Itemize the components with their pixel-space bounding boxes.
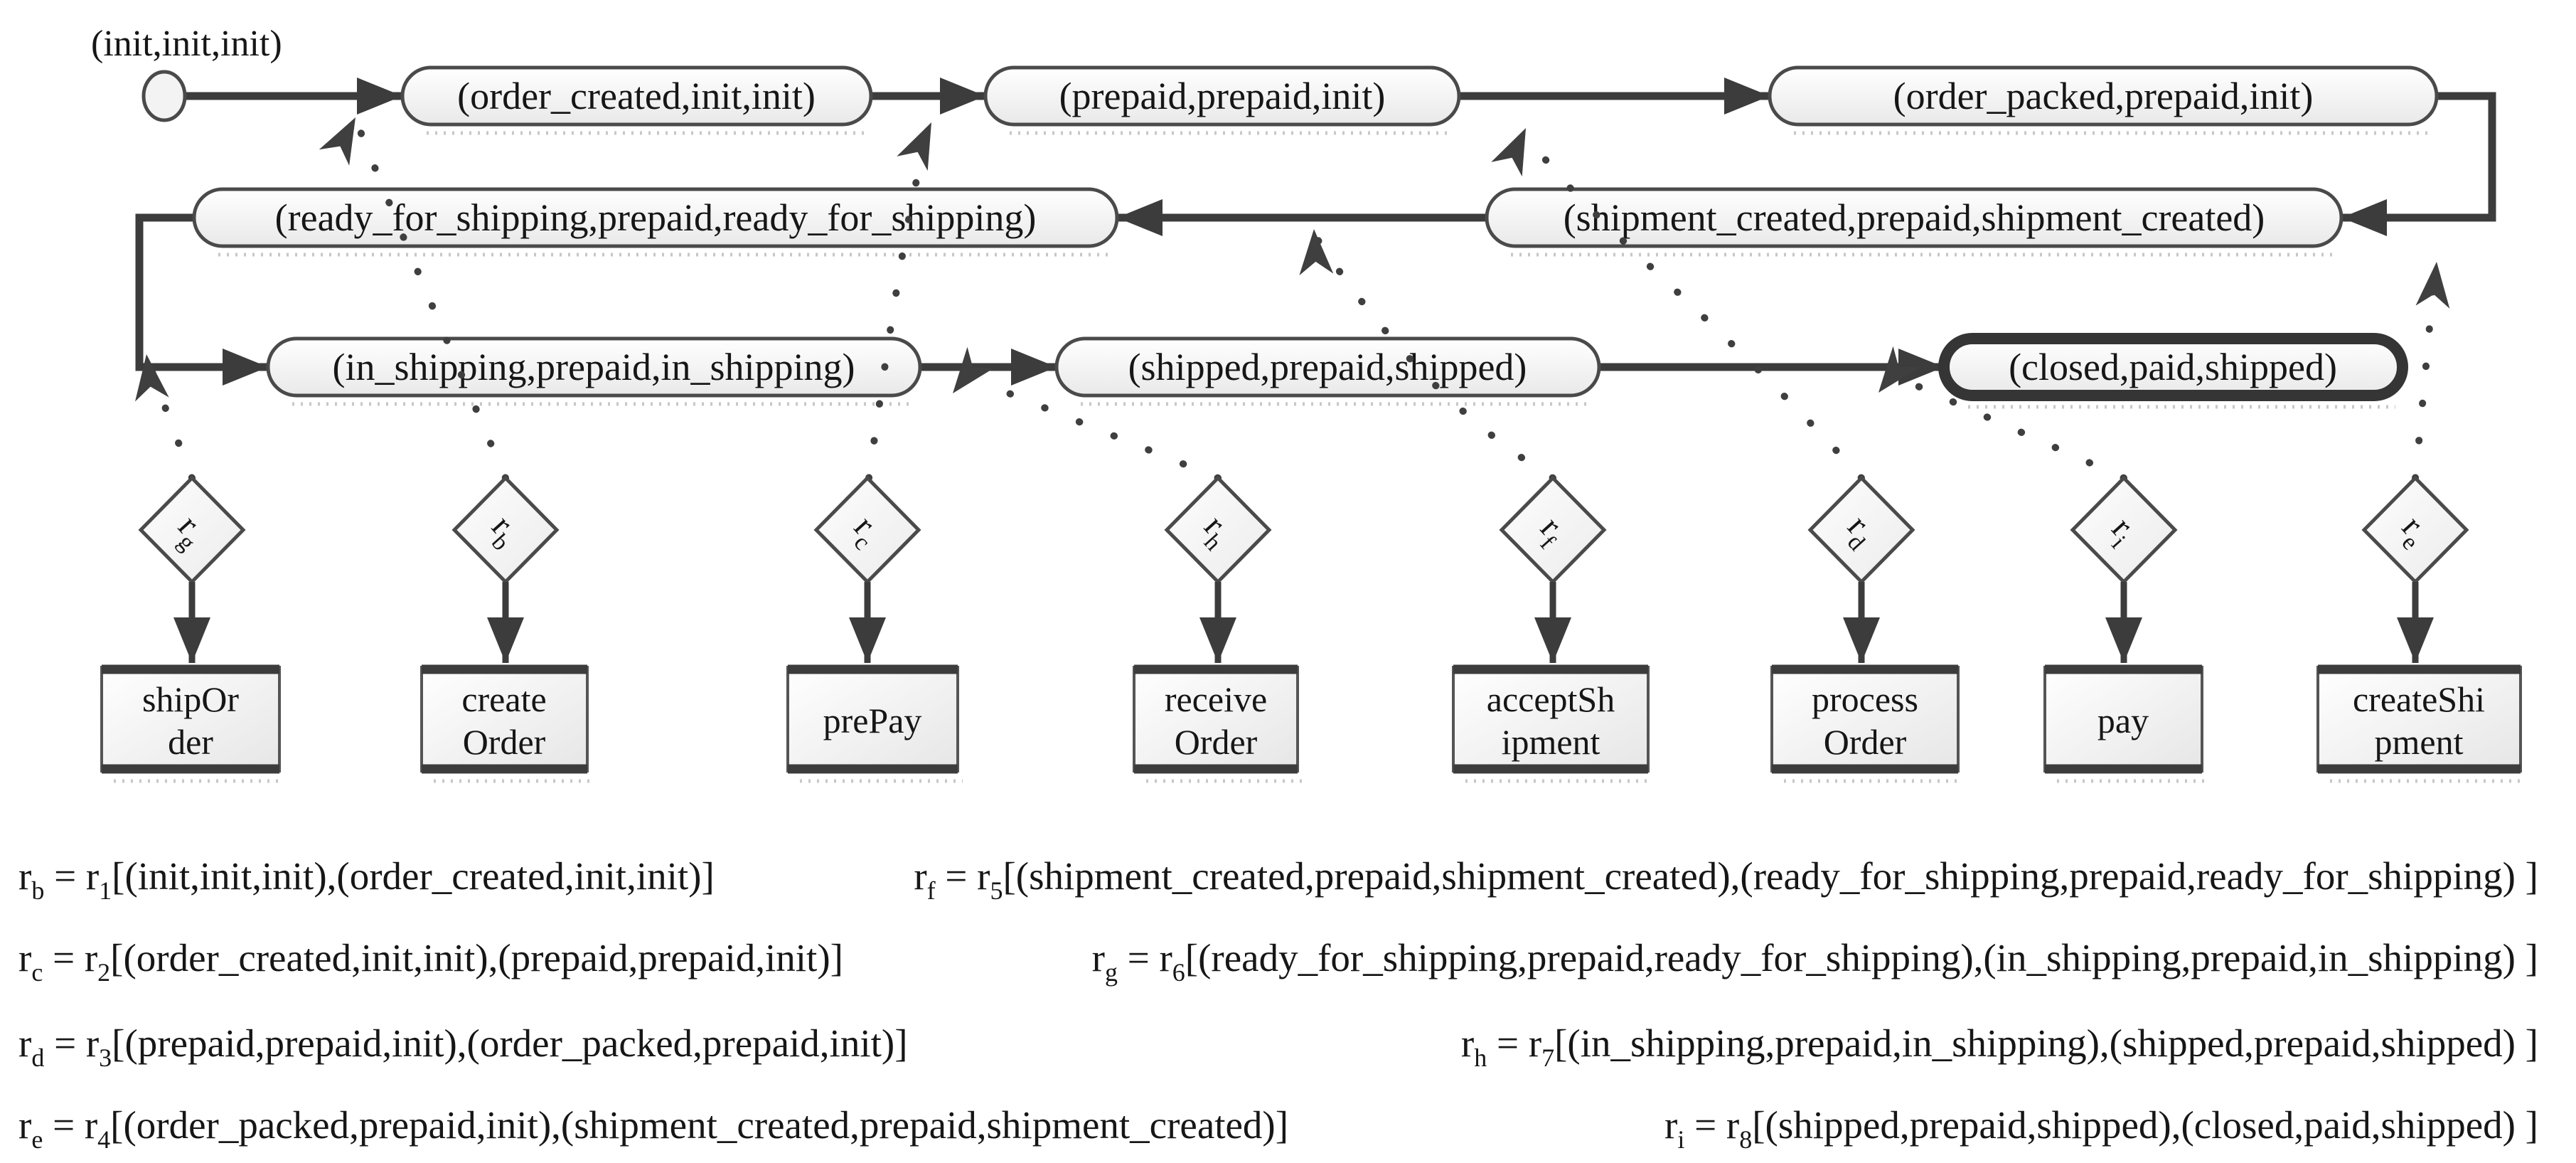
rule-diamond-rf: rf: [1499, 475, 1607, 585]
state-ready-for-shipping: (ready_for_shipping,prepaid,ready_for_sh…: [192, 187, 1119, 257]
state-label: (shipment_created,prepaid,shipment_creat…: [1564, 196, 2265, 239]
formula-rc: rc = r2[(order_created,init,init),(prepa…: [18, 936, 843, 987]
rule-link-arrowhead-rc: [897, 122, 931, 171]
rule-link-arrowhead-rh: [953, 346, 995, 393]
task-label-line1: acceptSh: [1487, 679, 1615, 719]
task-ship-order: shipOr der: [100, 664, 284, 783]
task-label-line2: ipment: [1502, 722, 1600, 762]
state-label: (in_shipping,prepaid,in_shipping): [333, 346, 855, 388]
task-process-order: process Order: [1770, 664, 1963, 783]
rule-diamond-ri: ri: [2070, 475, 2178, 585]
transition-order-packed-to-shipment-created: [2341, 92, 2496, 236]
rule-link-ri: [1905, 378, 2127, 482]
state-shipped: (shipped,prepaid,shipped): [1054, 336, 1601, 406]
rule-link-arrowhead-rd: [1491, 128, 1526, 177]
state-label: (order_created,init,init): [457, 75, 816, 117]
transition-ready-to-in-shipping: [135, 213, 268, 386]
state-label: (order_packed,prepaid,init): [1893, 75, 2314, 117]
task-create-shipment: createShi pment: [2316, 664, 2526, 783]
task-label-line1: shipOr: [142, 679, 239, 719]
task-receive-order: receive Order: [1133, 664, 1303, 783]
rule-link-rb: [356, 124, 509, 482]
formula-rd: rd = r3[(prepaid,prepaid,init),(order_pa…: [18, 1021, 908, 1072]
initial-state-node: [141, 70, 187, 122]
state-closed-final: (closed,paid,shipped): [1938, 333, 2408, 409]
task-label-line1: process: [1812, 679, 1918, 719]
task-label-line2: Order: [1175, 722, 1258, 762]
rule-link-arrowhead-rb: [319, 117, 356, 166]
task-pay: pay: [2043, 664, 2207, 783]
task-label-line2: Order: [463, 722, 546, 762]
task-shape: [1452, 666, 1650, 772]
state-shape: [1485, 187, 2343, 248]
task-shape: [1770, 666, 1960, 772]
rule-diamond-rd: rd: [1807, 475, 1915, 585]
task-accept-shipment: acceptSh ipment: [1452, 664, 1653, 783]
formula-rh: rh = r7[(in_shipping,prepaid,in_shipping…: [1461, 1021, 2538, 1072]
task-shape: [786, 666, 959, 772]
task-label-line1: receive: [1165, 679, 1267, 719]
task-create-order: create Order: [420, 664, 592, 783]
state-label: (shipped,prepaid,shipped): [1128, 346, 1527, 388]
state-shape: [192, 187, 1119, 248]
initial-state-label: (init,init,init): [91, 23, 282, 64]
rule-diamond-rh: rh: [1164, 475, 1272, 585]
task-label-line1: createShi: [2353, 679, 2485, 719]
task-label-line2: der: [168, 722, 213, 762]
rule-link-arrowhead-re: [2415, 262, 2450, 309]
state-label: (prepaid,prepaid,init): [1059, 75, 1386, 117]
formula-rg: rg = r6[(ready_for_shipping,prepaid,read…: [1092, 936, 2538, 987]
task-label-line1: pay: [2097, 701, 2149, 740]
formula-rf: rf = r5[(shipment_created,prepaid,shipme…: [914, 854, 2538, 905]
state-shipment-created: (shipment_created,prepaid,shipment_creat…: [1485, 187, 2343, 257]
rule-diamond-re: re: [2361, 475, 2469, 585]
task-label-line1: prePay: [823, 701, 922, 740]
state-shape: [1768, 65, 2439, 127]
task-shape: [1133, 666, 1299, 772]
rule-link-arrowhead-ri: [1878, 346, 1920, 393]
task-label-line1: create: [461, 679, 546, 719]
state-order-packed: (order_packed,prepaid,init): [1768, 65, 2439, 135]
task-shape: [420, 666, 589, 772]
state-order-created: (order_created,init,init): [400, 65, 873, 135]
state-shape: [983, 65, 1461, 127]
task-pre-pay: prePay: [786, 664, 963, 783]
state-label: (closed,paid,shipped): [2009, 346, 2337, 388]
rule-diamond-rg: rg: [138, 475, 246, 585]
final-state-shape: [1938, 333, 2408, 401]
formula-ri: ri = r8[(shipped,prepaid,shipped),(close…: [1664, 1103, 2538, 1154]
state-in-shipping: (in_shipping,prepaid,in_shipping): [266, 336, 922, 406]
state-shape: [400, 65, 873, 127]
task-label-line2: pment: [2375, 722, 2464, 762]
rule-diamond-rc: rc: [813, 475, 921, 585]
state-shape: [266, 336, 922, 398]
state-prepaid: (prepaid,prepaid,init): [983, 65, 1461, 135]
rule-link-arrowhead-rf: [1299, 229, 1334, 276]
formula-re: re = r4[(order_packed,prepaid,init),(shi…: [18, 1103, 1288, 1154]
task-shape: [2316, 666, 2522, 772]
rule-diamond-rb: rb: [451, 475, 560, 585]
state-shape: [1054, 336, 1601, 398]
rule-link-arrowhead-rg: [134, 354, 169, 402]
formula-rb: rb = r1[(init,init,init),(order_created,…: [18, 854, 715, 905]
task-label-line2: Order: [1824, 722, 1907, 762]
rule-link-rc: [865, 128, 932, 482]
